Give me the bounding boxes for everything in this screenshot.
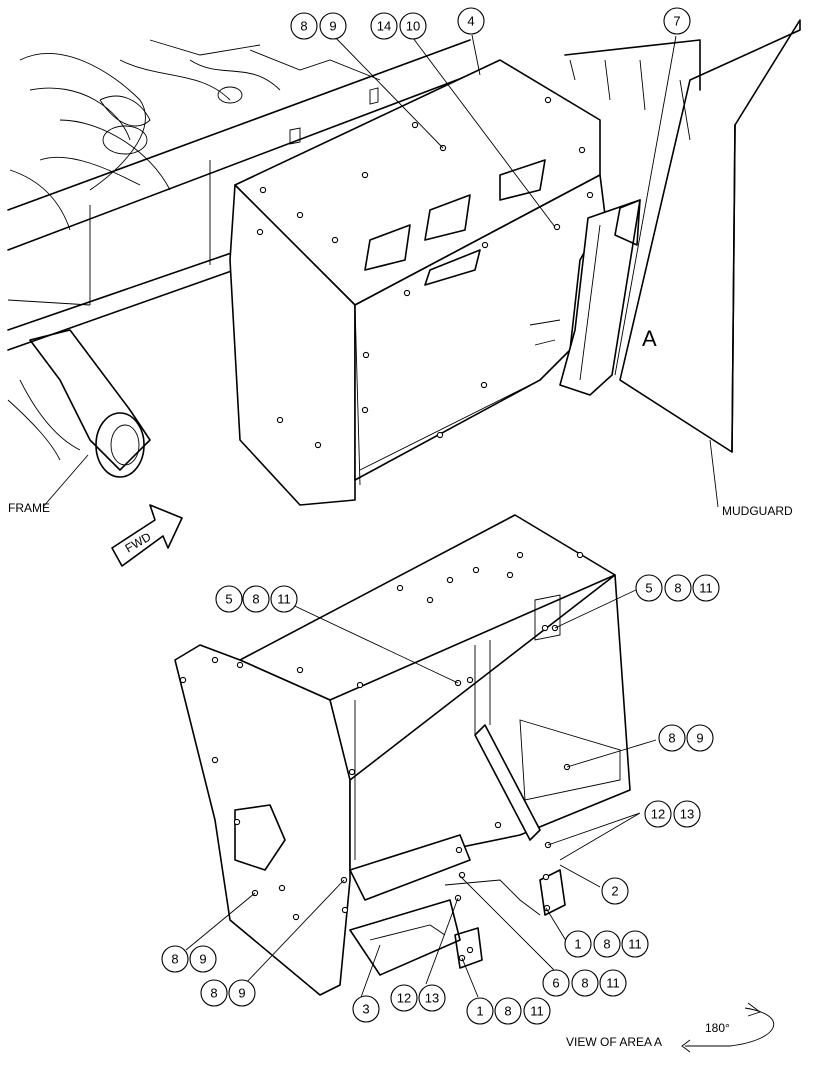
svg-text:3: 3 — [362, 1002, 369, 1017]
callout-bc-8: 8 — [494, 997, 522, 1025]
area-a-marker: A — [642, 326, 657, 351]
svg-text:8: 8 — [581, 976, 588, 991]
battery-box-bottom — [174, 514, 631, 996]
callout-top-8: 8 — [290, 12, 318, 40]
svg-text:11: 11 — [530, 1004, 544, 1019]
callout-l2-8: 8 — [200, 979, 228, 1007]
callout-b-8: 8 — [571, 969, 599, 997]
svg-text:5: 5 — [225, 592, 232, 607]
callout-top-14: 14 — [370, 12, 398, 40]
callout-ur-5: 5 — [635, 574, 663, 602]
callout-ul-8: 8 — [242, 585, 270, 613]
callout-bc-1: 1 — [466, 997, 494, 1025]
svg-text:5: 5 — [645, 581, 652, 596]
callouts: 8 9 14 10 4 7 5 8 11 5 8 11 8 9 12 13 2 … — [161, 7, 720, 1025]
fwd-label: FWD — [123, 529, 154, 555]
callout-rb-11: 11 — [621, 930, 649, 958]
callout-r-13: 13 — [673, 800, 701, 828]
svg-text:9: 9 — [199, 952, 206, 967]
svg-text:1: 1 — [574, 937, 581, 952]
svg-text:9: 9 — [696, 731, 703, 746]
machine-frame-drawing — [7, 19, 801, 478]
svg-text:1: 1 — [476, 1004, 483, 1019]
svg-text:11: 11 — [277, 592, 291, 607]
callout-b-11: 11 — [599, 969, 627, 997]
callout-top-10: 10 — [399, 12, 427, 40]
svg-text:13: 13 — [425, 991, 439, 1006]
svg-text:11: 11 — [699, 581, 713, 596]
svg-text:4: 4 — [467, 14, 474, 29]
mudguard-label: MUDGUARD — [722, 504, 793, 518]
svg-text:12: 12 — [397, 991, 411, 1006]
svg-text:6: 6 — [552, 976, 559, 991]
svg-text:8: 8 — [504, 1004, 511, 1019]
callout-rb-8: 8 — [593, 930, 621, 958]
svg-text:8: 8 — [171, 952, 178, 967]
svg-text:11: 11 — [606, 976, 620, 991]
guard-bracket-top — [529, 199, 641, 396]
callout-top-4: 4 — [457, 7, 485, 35]
svg-text:8: 8 — [210, 986, 217, 1001]
callout-ur-11: 11 — [692, 574, 720, 602]
svg-text:11: 11 — [628, 937, 642, 952]
callout-r-12: 12 — [644, 800, 672, 828]
callout-top-7: 7 — [663, 7, 691, 35]
callout-bc-11: 11 — [523, 997, 551, 1025]
callout-bl-12: 12 — [390, 984, 418, 1012]
rotation-label: 180° — [705, 1021, 730, 1035]
callout-rb-1: 1 — [564, 930, 592, 958]
svg-text:10: 10 — [406, 19, 420, 34]
callout-bl-3: 3 — [352, 995, 380, 1023]
frame-label: FRAME — [8, 501, 50, 515]
callout-b-6: 6 — [542, 969, 570, 997]
svg-text:12: 12 — [651, 807, 665, 822]
callout-l2-9: 9 — [228, 979, 256, 1007]
svg-text:14: 14 — [377, 19, 391, 34]
view-caption: VIEW OF AREA A — [566, 1035, 662, 1049]
fwd-arrow: FWD — [111, 504, 183, 567]
callout-r-2: 2 — [601, 877, 629, 905]
svg-text:8: 8 — [300, 19, 307, 34]
svg-text:9: 9 — [329, 19, 336, 34]
callout-mr-9: 9 — [686, 724, 714, 752]
svg-text:8: 8 — [668, 731, 675, 746]
leader-lines — [42, 34, 719, 1001]
callout-l1-8: 8 — [161, 945, 189, 973]
callout-top-9: 9 — [319, 12, 347, 40]
rotation-arrow-icon — [681, 1002, 775, 1053]
callout-bl-13: 13 — [418, 984, 446, 1012]
svg-text:7: 7 — [673, 14, 680, 29]
svg-text:13: 13 — [680, 807, 694, 822]
callout-ul-11: 11 — [270, 585, 298, 613]
svg-text:2: 2 — [611, 884, 618, 899]
battery-box-top — [229, 59, 606, 506]
svg-text:8: 8 — [674, 581, 681, 596]
svg-text:8: 8 — [603, 937, 610, 952]
svg-text:9: 9 — [238, 986, 245, 1001]
callout-l1-9: 9 — [189, 945, 217, 973]
callout-ur-8: 8 — [664, 574, 692, 602]
callout-ul-5: 5 — [215, 585, 243, 613]
svg-text:8: 8 — [252, 592, 259, 607]
callout-mr-8: 8 — [658, 724, 686, 752]
